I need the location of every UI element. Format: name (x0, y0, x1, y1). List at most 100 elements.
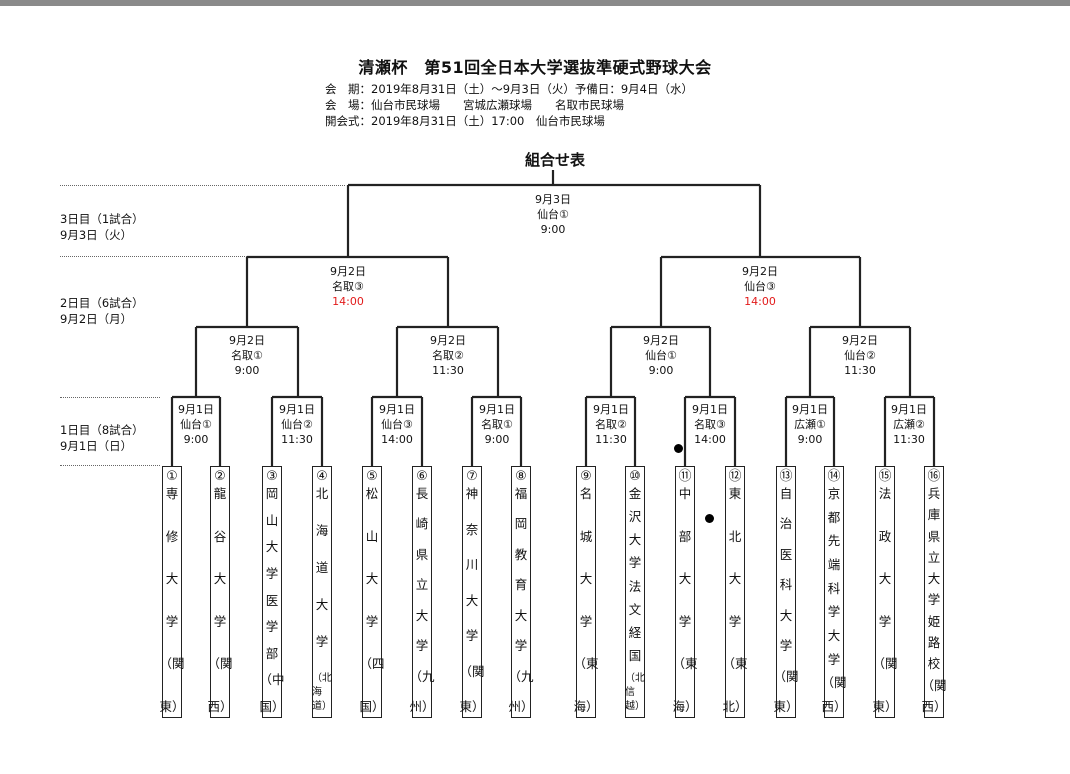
team-name: 東北大学（東北） (723, 487, 748, 714)
match-venue: 仙台① (645, 349, 677, 362)
team-name-char: （関 (773, 668, 799, 684)
match-venue: 名取③ (694, 418, 726, 431)
team-name-char: 州） (409, 698, 435, 714)
team-name-char: 都 (827, 509, 841, 525)
team-name-char: 学 (878, 613, 892, 629)
round-label-day3: 3日目（1試合） 9月3日（火） (60, 211, 144, 243)
team-name: 岡山大学医学部（中国） (260, 486, 285, 714)
team-name-char: 育 (514, 577, 528, 593)
team-name-char: 学 (927, 592, 941, 608)
match-first-1: 9月1日 仙台① 9:00 (153, 402, 239, 447)
match-venue: 名取① (231, 349, 263, 362)
team-name: 専修大学（関東） (160, 487, 185, 714)
team-number: ⑩ (629, 469, 641, 484)
team-name-char: 端 (827, 556, 841, 572)
match-venue: 仙台② (281, 418, 313, 431)
team-name-char: 西） (207, 698, 233, 714)
team-name-char: 中 (678, 486, 692, 501)
team-name-char: 学 (265, 565, 279, 581)
match-first-7: 9月1日 広瀬① 9:00 (767, 402, 853, 447)
team-name-char: 大 (827, 627, 841, 643)
team-name-char: 岡 (265, 486, 279, 501)
team-name-char: 大 (878, 571, 892, 587)
team-name-char: 金 (628, 486, 642, 501)
match-venue: 仙台③ (744, 280, 776, 293)
team-name-char: 海 (315, 523, 329, 538)
team-name-char: （九 (409, 668, 435, 684)
match-time: 11:30 (844, 364, 876, 377)
team-number: ③ (266, 469, 278, 484)
match-first-2: 9月1日 仙台② 11:30 (254, 402, 340, 447)
team-name-char: 城 (579, 528, 593, 544)
team-name-char: 東） (159, 698, 185, 714)
team-number: ⑥ (416, 469, 428, 484)
team-name-char: 自 (779, 486, 793, 501)
team-name-char: 学 (365, 613, 379, 629)
team-name-char: 県 (415, 546, 429, 562)
team-name-char: 学 (779, 638, 793, 654)
team-name-char: （関 (821, 675, 847, 691)
team-name-char: （関 (159, 656, 185, 672)
divider-line (60, 185, 345, 186)
team-name-char: （関 (207, 656, 233, 672)
match-time: 9:00 (797, 433, 823, 446)
team-name-char: 名 (579, 486, 593, 501)
match-date: 9月1日 (593, 403, 629, 416)
team-name-char: （四 (359, 656, 385, 672)
team-name-char: 大 (514, 607, 528, 623)
info-opening: 開会式：2019年8月31日（土）17:00 仙台市民球場 (325, 114, 605, 128)
team-name: 福岡教育大学（九州） (509, 487, 534, 714)
match-date: 9月2日 (643, 334, 679, 347)
team-name-char: 校 (927, 656, 941, 672)
team-name-char: （東 (722, 656, 748, 672)
match-quarter-2: 9月2日 名取② 11:30 (405, 333, 491, 378)
team-name-char: 大 (415, 607, 429, 623)
team-name-char: 大 (165, 571, 179, 587)
round-date: 9月1日（日） (60, 439, 133, 453)
team-name-char: 山 (265, 512, 279, 528)
match-date: 9月2日 (430, 334, 466, 347)
team-name: 名城大学（東海） (574, 486, 599, 714)
round-date: 9月3日（火） (60, 228, 133, 242)
match-quarter-1: 9月2日 名取① 9:00 (204, 333, 290, 378)
team-number: ① (166, 469, 178, 484)
winner-mark-icon (674, 444, 683, 453)
team-name-char: 部 (678, 528, 692, 544)
match-final: 9月3日 仙台① 9:00 (510, 192, 596, 237)
team-name-char: 岡 (514, 516, 528, 532)
page-title: 清瀬杯 第51回全日本大学選抜準硬式野球大会 (358, 58, 712, 77)
match-semi-2: 9月2日 仙台③ 14:00 (717, 264, 803, 309)
team-name: 北海道大学（北海道） (312, 487, 332, 714)
team-name-char: 学 (827, 604, 841, 620)
match-date: 9月2日 (229, 334, 265, 347)
team-number: ⑬ (779, 469, 793, 484)
team-name-char: （関 (872, 656, 898, 672)
team-number: ⑤ (366, 469, 378, 484)
team-name-char: 立 (415, 577, 429, 593)
match-venue: 仙台① (180, 418, 212, 431)
round-name: 2日目（6試合） (60, 296, 144, 310)
match-venue: 仙台③ (381, 418, 413, 431)
team-name-char: 先 (827, 533, 841, 549)
team-name-char: 法 (628, 578, 642, 594)
team-name: 龍谷大学（関西） (208, 487, 233, 714)
team-name-char: 東） (773, 698, 799, 714)
team-name-char: 学 (728, 613, 742, 629)
team-name: 長崎県立大学（九州） (410, 486, 435, 714)
match-time: 14:00 (694, 433, 726, 446)
round-name: 3日目（1試合） (60, 212, 144, 226)
team-name-char: 崎 (415, 516, 429, 532)
match-time: 14:00 (744, 295, 776, 308)
match-date: 9月1日 (792, 403, 828, 416)
team-name-char: 松 (365, 486, 379, 501)
team-name-char: 政 (878, 528, 892, 544)
team-name-char: 長 (415, 486, 429, 501)
team-name-char: 学 (628, 555, 642, 571)
